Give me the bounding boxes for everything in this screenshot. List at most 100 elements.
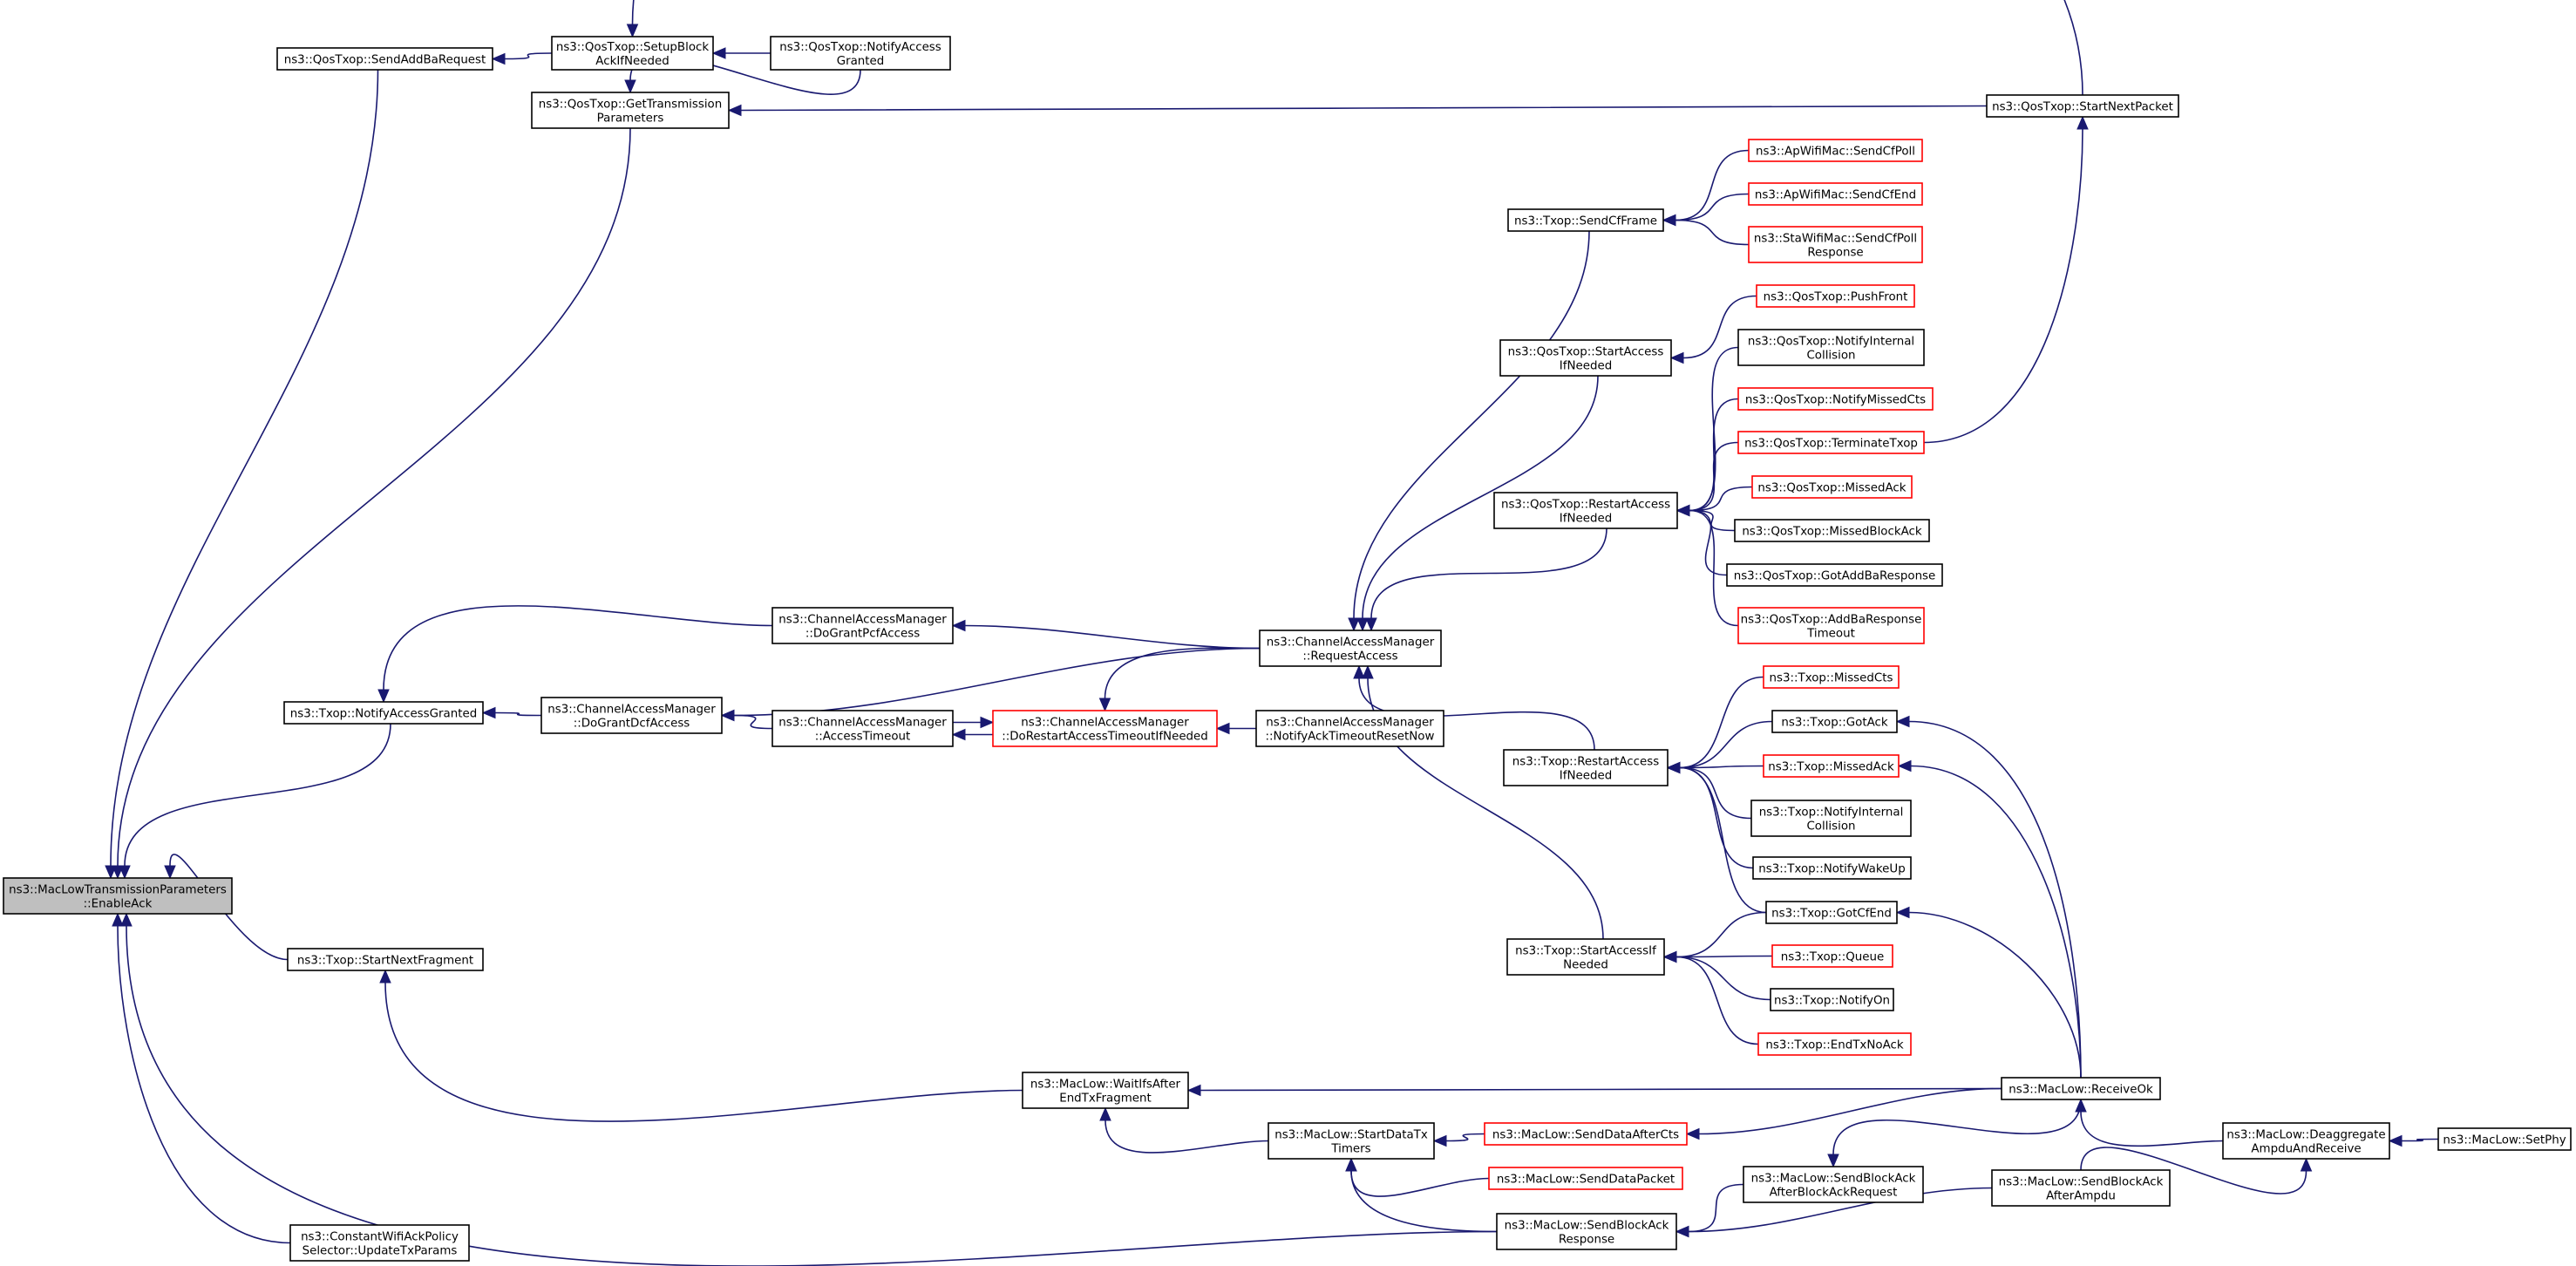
node-root[interactable]: ns3::MacLowTransmissionParameters::Enabl…	[3, 877, 233, 915]
node-label: ns3::MacLow::SendBlockAck	[1999, 1176, 2164, 1189]
arrowhead-txop_gotcfend-to-txop_restartaccess	[1666, 761, 1681, 774]
edge-maclow_waitifs-to-txop_startnextfragment	[384, 982, 1023, 1122]
node-label: ns3::QosTxop::MissedAck	[1757, 482, 1906, 495]
node-ap-sendcfpoll[interactable]: ns3::ApWifiMac::SendCfPoll	[1748, 139, 1923, 162]
node-qos-startnextpacket[interactable]: ns3::QosTxop::StartNextPacket	[1986, 94, 2179, 118]
node-txop-notifyaccessgranted[interactable]: ns3::Txop::NotifyAccessGranted	[283, 701, 484, 725]
node-txop-notifyon[interactable]: ns3::Txop::NotifyOn	[1770, 988, 1894, 1011]
node-box	[770, 36, 951, 71]
node-label: ns3::Txop::Queue	[1781, 951, 1884, 964]
node-box	[1737, 607, 1925, 644]
arrowhead-maclow_sendblockackafterampdu-to-maclow_deaggregate	[2300, 1157, 2313, 1172]
node-txop-missedcts[interactable]: ns3::Txop::MissedCts	[1763, 665, 1900, 689]
node-box	[1484, 1122, 1688, 1146]
node-label: ::AccessTimeout	[815, 731, 911, 744]
edge-qos_addbaresponsetimeout-to-qos_restartaccess	[1689, 509, 1739, 627]
edge-maclow_sendblockackresponse-to-maclow_startdatatx	[1350, 1170, 1498, 1233]
node-box	[771, 710, 954, 747]
arrowhead-maclow_sendblockackresponse-to-maclow_startdatatx	[1345, 1157, 1357, 1172]
node-txop-notifywakeup[interactable]: ns3::Txop::NotifyWakeUp	[1752, 856, 1912, 880]
node-qos-missedblockack[interactable]: ns3::QosTxop::MissedBlockAck	[1734, 519, 1930, 542]
node-maclow-sendblockackafterbar[interactable]: ns3::MacLow::SendBlockAckAfterBlockAckRe…	[1743, 1166, 1924, 1203]
edge-txop_notifyinternal-to-txop_restartaccess	[1679, 766, 1752, 820]
arrowhead-maclow_receiveok-to-maclow_sendblockackafterbar	[1827, 1154, 1839, 1168]
node-cam-dograntpcf[interactable]: ns3::ChannelAccessManager::DoGrantPcfAcc…	[771, 607, 954, 644]
node-txop-missedack[interactable]: ns3::Txop::MissedAck	[1763, 754, 1900, 778]
node-box	[1986, 94, 2179, 118]
node-qos-terminatetxop[interactable]: ns3::QosTxop::TerminateTxop	[1737, 431, 1925, 454]
node-cam-dograntdcf[interactable]: ns3::ChannelAccessManager::DoGrantDcfAcc…	[540, 697, 723, 734]
node-constantwifiack[interactable]: ns3::ConstantWifiAckPolicySelector::Upda…	[289, 1224, 470, 1262]
node-txop-gotcfend[interactable]: ns3::Txop::GotCfEnd	[1765, 901, 1898, 924]
node-label: ns3::MacLow::Deaggregate	[2226, 1129, 2385, 1142]
node-ap-sendcfend[interactable]: ns3::ApWifiMac::SendCfEnd	[1748, 182, 1923, 206]
node-maclow-setphy[interactable]: ns3::MacLow::SetPhy	[2437, 1127, 2572, 1151]
edge-txop_notifyaccessgranted-to-root	[124, 723, 391, 867]
node-maclow-receiveok[interactable]: ns3::MacLow::ReceiveOk	[2001, 1077, 2161, 1100]
node-cam-notifyack[interactable]: ns3::ChannelAccessManager::NotifyAckTime…	[1255, 710, 1444, 747]
edge-cam_requestaccess-to-cam_dograntpcf	[964, 624, 1261, 650]
node-label: Granted	[837, 55, 885, 68]
arrowhead-maclow_waitifs-to-txop_startnextfragment	[379, 969, 391, 984]
node-cam-dorestart[interactable]: ns3::ChannelAccessManager::DoRestartAcce…	[992, 710, 1218, 747]
node-txop-startnextfragment[interactable]: ns3::Txop::StartNextFragment	[287, 948, 484, 971]
node-box	[1737, 329, 1925, 366]
node-label: ns3::ApWifiMac::SendCfPoll	[1756, 146, 1915, 159]
edges-layer	[105, 0, 2439, 1266]
node-qos-missedack[interactable]: ns3::QosTxop::MissedAck	[1751, 475, 1913, 499]
edge-maclow_sendblockackafterampdu-to-maclow_sendblockackresponse	[1688, 1187, 1993, 1233]
node-box	[1770, 988, 1894, 1011]
edge-maclow_startdatatx-to-maclow_waitifs	[1104, 1120, 1269, 1154]
node-label: ns3::Txop::MissedCts	[1770, 672, 1893, 685]
node-label: AckIfNeeded	[595, 55, 669, 68]
node-box	[1737, 431, 1925, 454]
edge-maclow_receiveok-to-maclow_sendblockackafterbar	[1832, 1099, 2082, 1155]
node-qos-notifyaccessgranted[interactable]: ns3::QosTxop::NotifyAccessGranted	[770, 36, 951, 71]
nodes-layer: ns3::MacLowTransmissionParameters::Enabl…	[3, 36, 2572, 1262]
node-label: IfNeeded	[1560, 360, 1612, 373]
node-qos-gotaddbaresponse[interactable]: ns3::QosTxop::GotAddBaResponse	[1726, 563, 1943, 587]
node-txop-sendcfframe[interactable]: ns3::Txop::SendCfFrame	[1507, 208, 1664, 232]
node-qos-pushfront[interactable]: ns3::QosTxop::PushFront	[1756, 284, 1915, 308]
node-txop-queue[interactable]: ns3::Txop::Queue	[1771, 944, 1893, 968]
arrowhead-maclow_receiveok-to-txop_missedack	[1897, 759, 1912, 773]
arrowhead-txop_notifyaccessgranted-to-root	[119, 865, 131, 880]
edge-maclow_deaggregate-to-maclow_receiveok	[2080, 1111, 2224, 1147]
arrowhead-qos_startnextpacket-to-qos_gettxparams	[727, 104, 742, 117]
node-txop-endtxnoack[interactable]: ns3::Txop::EndTxNoAck	[1757, 1032, 1912, 1056]
arrowhead-maclow_receiveok-to-maclow_senddataaftercts	[1685, 1127, 1700, 1140]
node-qos-notifymissedcts[interactable]: ns3::QosTxop::NotifyMissedCts	[1737, 387, 1934, 411]
node-cam-requestaccess[interactable]: ns3::ChannelAccessManager::RequestAccess	[1259, 630, 1442, 667]
edge-maclow_sendblockackresponse-to-root	[126, 925, 1498, 1266]
node-label: ::DoGrantPcfAccess	[805, 628, 920, 641]
edge-txop_missedcts-to-txop_restartaccess	[1679, 676, 1764, 769]
edge-maclow_senddatapacket-to-maclow_startdatatx	[1350, 1170, 1490, 1197]
node-maclow-senddataaftercts[interactable]: ns3::MacLow::SendDataAfterCts	[1484, 1122, 1688, 1146]
edge-txop_queue-to-txop_startaccessif	[1675, 955, 1773, 958]
node-qos-sendaddba[interactable]: ns3::QosTxop::SendAddBaRequest	[276, 47, 493, 71]
node-maclow-senddatapacket[interactable]: ns3::MacLow::SendDataPacket	[1488, 1167, 1683, 1190]
node-label: ns3::ChannelAccessManager	[1266, 717, 1434, 730]
node-label: ns3::QosTxop::SendAddBaRequest	[284, 54, 486, 67]
node-label: ::NotifyAckTimeoutResetNow	[1266, 731, 1435, 744]
node-cam-accesstimeout[interactable]: ns3::ChannelAccessManager::AccessTimeout	[771, 710, 954, 747]
node-label: Collision	[1806, 350, 1855, 363]
node-txop-gotack[interactable]: ns3::Txop::GotAck	[1771, 710, 1898, 733]
node-label: EndTxFragment	[1059, 1092, 1152, 1106]
